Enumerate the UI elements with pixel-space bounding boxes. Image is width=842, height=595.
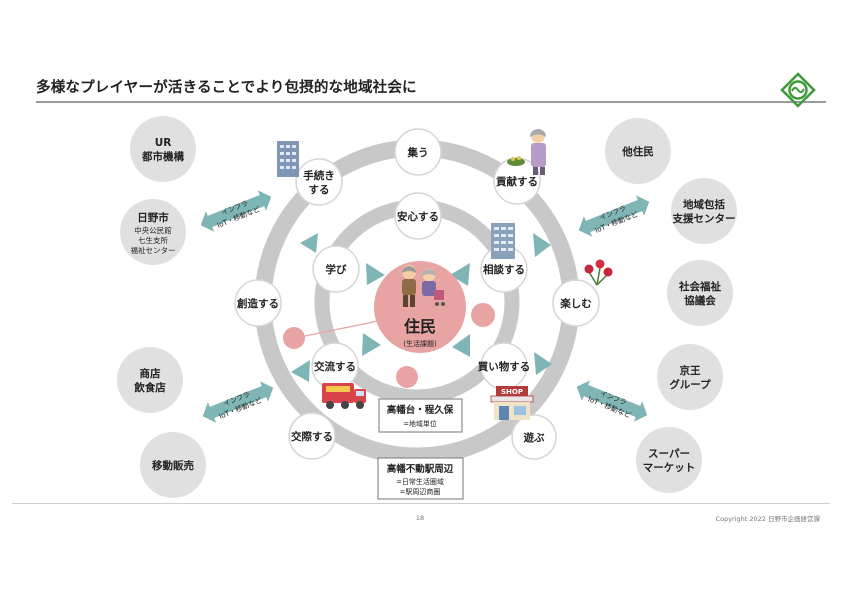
ring-arrow [534,352,552,375]
node-learn-label: 学び [326,263,347,276]
shop-icon: SHOP [490,386,534,420]
elderly-couple-icon [402,265,445,307]
player-keio-group-line-1: 京王 [680,364,701,377]
player-supermarket-line-2: マーケット [643,462,696,474]
node-procedure-label-1: 手続き [303,169,335,182]
node-relief [394,192,442,240]
ring-arrow [366,263,385,285]
ring-arrow [533,233,551,257]
player-supermarket-line-1: スーパー [648,448,690,460]
player-keio-group [657,344,723,410]
node-socialize-label: 交際する [291,430,333,443]
node-play [511,414,557,460]
left-players: UR 都市機構 日野市 中央公民館 七生支所 福祉センター 商店 飲食店 移動販… [117,116,206,498]
player-hino-line-1: 中央公民館 [134,225,172,235]
infra-arrow-left-top: インフラ IoT・移動など [200,190,272,232]
player-ur-line-1: UR [155,137,172,149]
area-box-local-title: 高幡台・程久保 [387,404,454,416]
node-relief-label: 安心する [397,210,439,223]
node-play-label: 遊ぶ [524,431,545,444]
page-number: 18 [415,514,425,522]
player-other-residents [605,118,671,184]
player-support-center [671,178,737,244]
player-welfare-council-line-2: 協議会 [684,294,716,307]
area-box-local-line: =地域単位 [403,419,437,428]
player-hino-line-2: 七生支所 [138,235,168,245]
player-welfare-council-line-1: 社会福祉 [678,280,721,293]
ring-arrow [452,334,470,357]
infra-arrow-left-bottom: インフラ IoT・移動など [202,381,274,423]
player-hino-city [120,199,186,265]
area-box-station-title: 高幡不動駅周辺 [387,463,454,475]
player-shops-line-2: 飲食店 [133,381,166,394]
hospital-building-icon [491,223,515,259]
node-gather-label: 集う [407,146,429,159]
ring-arrows [291,233,552,382]
node-enjoy [552,279,600,327]
area-box-local: 高幡台・程久保 =地域単位 [378,398,463,433]
player-other-residents-label: 他住民 [621,145,654,158]
area-box-station: 高幡不動駅周辺 =日常生活圏域 =駅周辺商圏 [377,457,464,500]
infra-arrow-right-top: インフラ IoT・移動など [578,195,650,237]
node-learn [312,245,360,293]
area-box-station-line-1: =日常生活圏域 [396,477,444,486]
player-hino-line-3: 福祉センター [131,245,176,255]
node-consult-label: 相談する [483,263,525,276]
elderly-gardening-icon [507,129,546,175]
player-hino-title: 日野市 [137,211,169,224]
food-truck-icon [322,383,366,409]
player-support-center-line-1: 地域包括 [683,198,725,211]
player-keio-group-line-2: グループ [669,378,711,391]
node-enjoy-label: 楽しむ [559,297,592,310]
shop-sign-label: SHOP [501,388,523,396]
ring-arrow [291,360,310,382]
node-gather [394,128,442,176]
connectors [283,303,495,388]
node-procedure-label-2: する [309,184,330,196]
player-shops-line-1: 商店 [140,367,161,380]
page-title: 多様なプレイヤーが活きることでより包摂的な地域社会に [36,80,417,96]
office-building-icon [277,141,299,177]
node-exchange-label: 交流する [314,360,356,373]
carnation-flower-icon [584,259,613,286]
area-box-station-line-2: =駅周辺商圏 [400,487,441,496]
node-procedure [295,158,343,206]
copyright: Copyright 2022 日野市企画経営課 [715,515,820,523]
node-create [234,279,282,327]
center-label: 住民 [404,317,436,336]
infra-arrow-right-bottom: インフラ IoT・移動など [576,380,648,422]
player-ur-line-2: 都市機構 [141,150,184,163]
node-create-label: 創造する [236,297,279,310]
right-players: 他住民 地域包括 支援センター 社会福祉 協議会 京王 グループ スーパー マー… [605,118,737,493]
player-mobile-sales [140,432,206,498]
outer-nodes [234,128,600,460]
ring-arrow [362,333,381,356]
node-shopping-label: 買い物する [478,360,531,373]
node-contribute-label: 貢献する [496,175,538,188]
inner-nodes [311,192,528,390]
city-emblem-logo [780,72,816,108]
center-sublabel: (生活課題) [403,339,437,348]
player-mobile-sales-label: 移動販売 [152,459,194,472]
connector-dot [396,366,418,388]
node-socialize [288,412,336,460]
ring-arrow [450,263,470,286]
player-support-center-line-2: 支援センター [672,212,736,225]
footer-divider [12,503,830,504]
connector-dot [471,303,495,327]
player-ur [130,116,196,182]
connector-dot [283,327,305,349]
title-divider [36,101,826,103]
player-supermarket [636,427,702,493]
ring-arrow [300,233,318,253]
player-welfare-council [667,260,733,326]
player-shops [117,347,183,413]
center-resident: 住民 (生活課題) [374,261,466,353]
